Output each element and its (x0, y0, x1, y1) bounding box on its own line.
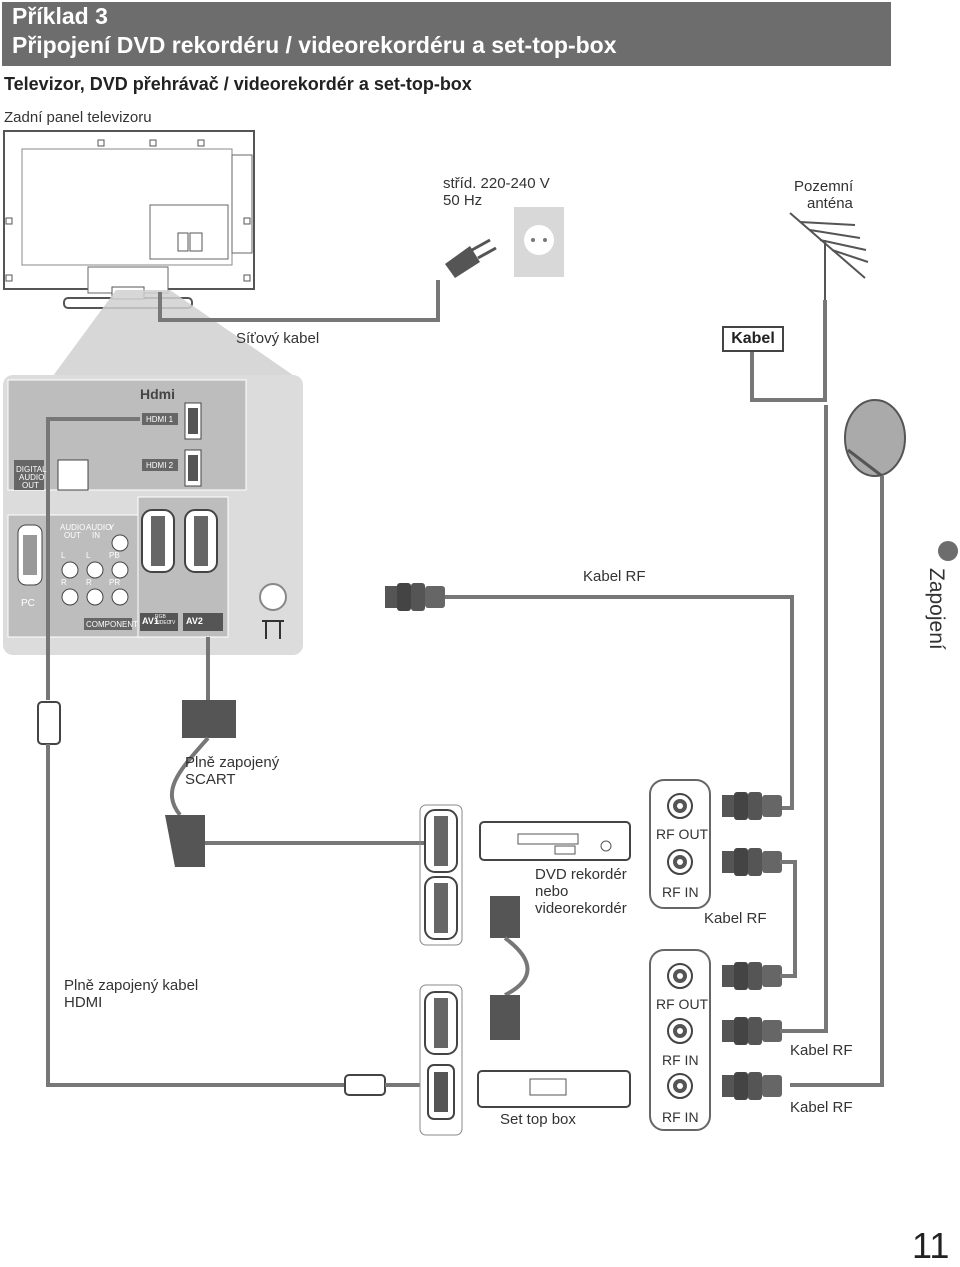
audio-out-label-2: OUT (64, 531, 81, 540)
y-label: Y (109, 523, 115, 532)
pc-label: PC (21, 598, 35, 609)
dvd-recorder-label-line1: DVD rekordér (535, 866, 627, 883)
component-label: COMPONENT (86, 620, 138, 629)
power-frequency-label: 50 Hz (443, 192, 483, 209)
av1-rgb-label: RGB (155, 614, 166, 620)
side-tab-label: Zapojení (925, 568, 948, 650)
audio-out-label-1: AUDIO (60, 523, 86, 532)
power-voltage-label: stříd. 220-240 V (443, 175, 550, 192)
r-label-out: R (61, 578, 67, 587)
digital-audio-out-2: AUDIO (19, 473, 45, 482)
set-top-box-label: Set top box (500, 1111, 576, 1128)
hdmi-cable-label-line2: HDMI (64, 994, 103, 1011)
header-subtitle: Připojení DVD rekordéru / videorekordéru… (12, 32, 617, 58)
antenna-label-line1: Pozemní (794, 178, 854, 195)
mains-cable-label: Síťový kabel (236, 330, 320, 347)
cable-box-label: Kabel (722, 326, 784, 352)
digital-audio-out-3: OUT (22, 481, 39, 490)
av1-label: AV1 (142, 616, 159, 626)
scart-label-line1: Plně zapojený (185, 754, 280, 771)
tv-rear (3, 130, 255, 309)
rf-cable-stb-label-1: Kabel RF (790, 1042, 853, 1059)
hdmi-logo: Hdmi (140, 386, 175, 402)
tv-rear-panel-label: Zadní panel televizoru (4, 109, 152, 126)
antenna-label-line2: anténa (807, 195, 853, 212)
rf-in-label-stb-2: RF IN (662, 1109, 699, 1125)
rf-in-label-dvd: RF IN (662, 884, 699, 900)
rf-cable-dvd-label: Kabel RF (704, 910, 767, 927)
rf-out-label-dvd: RF OUT (656, 826, 709, 842)
pb-label: PB (109, 551, 120, 560)
side-tab-marker (938, 541, 958, 561)
scart-label-line2: SCART (185, 771, 236, 788)
av2-label: AV2 (186, 616, 203, 626)
digital-audio-out-1: DIGITAL (16, 465, 47, 474)
dvd-recorder-label-line3: videorekordér (535, 900, 627, 917)
page-number: 11 (912, 1225, 950, 1266)
audio-in-label-1: AUDIO (86, 523, 112, 532)
hdmi1-label: HDMI 1 (146, 415, 174, 424)
dvd-recorder-label-line2: nebo (535, 883, 569, 900)
av1-tv-label: TV (169, 620, 176, 626)
pr-label: PR (109, 578, 121, 587)
l-label-in: L (86, 551, 91, 560)
header-title: Příklad 3 (12, 3, 108, 29)
hdmi2-label: HDMI 2 (146, 461, 174, 470)
rf-out-label-stb: RF OUT (656, 996, 709, 1012)
rf-in-label-stb-1: RF IN (662, 1052, 699, 1068)
av1-video-label: VIDEO (155, 620, 171, 626)
rf-cable-tv-label: Kabel RF (583, 568, 646, 585)
audio-in-label-2: IN (92, 531, 100, 540)
hdmi-cable-label-line1: Plně zapojený kabel (64, 977, 199, 994)
section-subtitle: Televizor, DVD přehrávač / videorekordér… (4, 74, 472, 94)
page-header: Příklad 3 Připojení DVD rekordéru / vide… (2, 2, 891, 66)
rf-cable-stb-label-2: Kabel RF (790, 1099, 853, 1116)
r-label-in: R (86, 578, 92, 587)
l-label-out: L (61, 551, 66, 560)
